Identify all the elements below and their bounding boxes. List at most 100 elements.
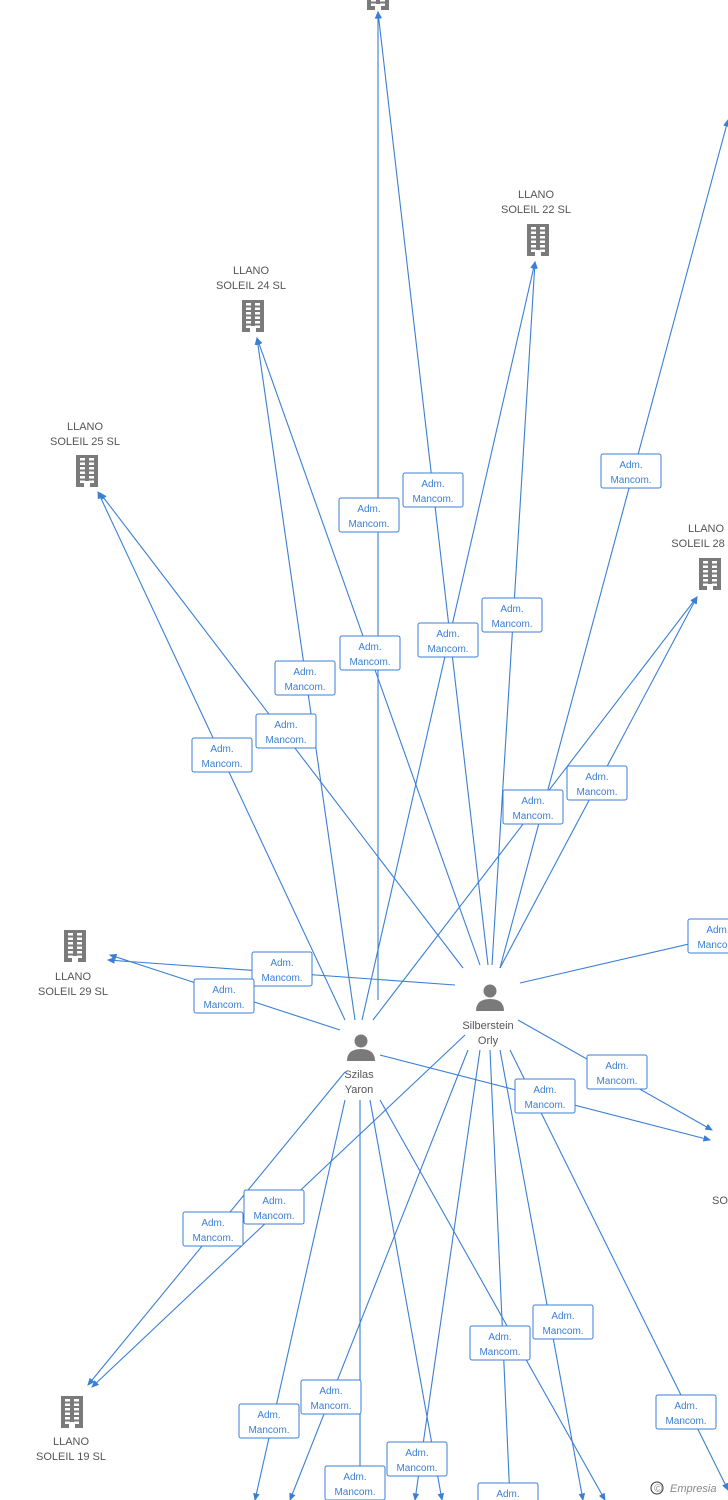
edge-label-line1: Adm. bbox=[358, 642, 381, 653]
edge-label[interactable]: Adm. Mancom. bbox=[402, 472, 464, 508]
edge-line bbox=[412, 1049, 481, 1500]
node-label: SOLEIL 25 SL bbox=[50, 436, 120, 448]
node-label: Yaron bbox=[345, 1084, 374, 1096]
edge-label-line1: Adm. bbox=[488, 1332, 511, 1343]
edge-label-line1: Adm. bbox=[421, 479, 444, 490]
edge-label-line2: Mancom. bbox=[396, 1463, 437, 1474]
edge-label-line1: Adm. bbox=[674, 1401, 697, 1412]
edge-label-line2: Mancom. bbox=[491, 619, 532, 630]
edge-label-line1: Adm. bbox=[605, 1061, 628, 1072]
edge-label[interactable]: Adm. Mancom. bbox=[243, 1189, 305, 1225]
edge-label[interactable]: Adm. Mancom. bbox=[481, 597, 543, 633]
node-label: LLANO bbox=[53, 1436, 90, 1448]
edge-label-line2: Mancom. bbox=[542, 1326, 583, 1337]
edge-label[interactable]: Adm.Mancom. bbox=[687, 918, 728, 954]
building-icon[interactable] bbox=[367, 0, 389, 10]
company-node[interactable]: LLANO SOLEIL 28 bbox=[671, 523, 725, 590]
edge-label-line1: Adm. bbox=[619, 460, 642, 471]
edge-label-line2: Mancom. bbox=[524, 1100, 565, 1111]
edge-label-line1: Adm. bbox=[270, 958, 293, 969]
edge-label-line1: Adm. bbox=[500, 604, 523, 615]
edge-label[interactable]: Adm. Mancom. bbox=[339, 635, 401, 671]
edge-label-line2: Mancom. bbox=[253, 1211, 294, 1222]
node-label: LLANO bbox=[55, 971, 92, 983]
edge-label[interactable]: Adm.Mancom. bbox=[566, 765, 628, 801]
edge-label-line1: Adm. bbox=[551, 1311, 574, 1322]
edge-label[interactable]: Adm. Mancom. bbox=[251, 951, 313, 987]
edge-label[interactable]: Adm.Mancom. bbox=[300, 1379, 362, 1415]
edge-label[interactable]: Adm. Mancom. bbox=[255, 713, 317, 749]
edge-label-line2: Mancom. bbox=[512, 811, 553, 822]
node-label: SO bbox=[712, 1195, 728, 1207]
edge-label-line2: Mancom. bbox=[248, 1425, 289, 1436]
node-label: Orly bbox=[478, 1035, 499, 1047]
company-node[interactable]: LLANO SOLEIL 29 SL bbox=[38, 930, 108, 998]
edge-label-line2: Mancom. bbox=[427, 644, 468, 655]
edge-label[interactable]: Adm.Mancom. bbox=[417, 622, 479, 658]
edge-label-line1: Adm. bbox=[706, 925, 728, 936]
edge-label-line2: Mancom. bbox=[479, 1347, 520, 1358]
person-icon[interactable] bbox=[347, 1034, 375, 1062]
edge-label[interactable]: Adm.Mancom. bbox=[600, 453, 662, 489]
edge-label-line1: Adm. bbox=[210, 744, 233, 755]
edge-label[interactable]: Adm.Mancom. bbox=[193, 978, 255, 1014]
node-label: LLANO bbox=[67, 421, 104, 433]
edge-label[interactable]: Adm. Mancom. bbox=[386, 1441, 448, 1477]
edge-label[interactable]: Adm. Mancom. bbox=[532, 1304, 594, 1340]
edge-label-line1: Adm. bbox=[405, 1448, 428, 1459]
watermark: © Empresia bbox=[650, 1481, 716, 1495]
edge-label-line1: Adm. bbox=[533, 1085, 556, 1096]
edge-label-line2: Mancom. bbox=[412, 494, 453, 505]
edge-label[interactable]: Adm.Mancom. bbox=[477, 1482, 539, 1500]
edge-label[interactable]: Adm.Mancom. bbox=[182, 1211, 244, 1247]
edge-label-line2: Mancom. bbox=[334, 1487, 375, 1498]
edge-label-line2: Mancom. bbox=[665, 1416, 706, 1427]
node-label: Silberstein bbox=[462, 1020, 513, 1032]
building-icon[interactable] bbox=[699, 558, 721, 590]
edge-label[interactable]: Adm. Mancom. bbox=[655, 1394, 717, 1430]
edge-label-line1: Adm. bbox=[293, 667, 316, 678]
person-icon[interactable] bbox=[476, 984, 504, 1012]
edge-label[interactable]: Adm.Mancom. bbox=[238, 1403, 300, 1439]
edge-label-line1: Adm. bbox=[274, 720, 297, 731]
edge-label[interactable]: Adm. Mancom. bbox=[191, 737, 253, 773]
edge-label-line2: Mancom. bbox=[192, 1233, 233, 1244]
edge-label-line2: Mancom. bbox=[576, 787, 617, 798]
building-icon[interactable] bbox=[242, 300, 264, 332]
building-icon[interactable] bbox=[76, 455, 98, 487]
edge-label-line2: Mancom. bbox=[349, 657, 390, 668]
edge-label[interactable]: Adm. Mancom. bbox=[514, 1078, 576, 1114]
edge-labels-layer: Adm. Mancom. Adm. Mancom. Adm. Mancom. Adm. Man… bbox=[182, 453, 728, 1500]
edge-label-line1: Adm. bbox=[521, 796, 544, 807]
edge-label-line2: Mancom. bbox=[201, 759, 242, 770]
edge-label[interactable]: Adm. Mancom. bbox=[469, 1325, 531, 1361]
edge-line bbox=[499, 1049, 586, 1500]
node-label: SOLEIL 29 SL bbox=[38, 986, 108, 998]
edge-label[interactable]: Adm.Mancom. bbox=[324, 1465, 386, 1500]
edge-label-line2: Mancom. bbox=[310, 1401, 351, 1412]
company-node[interactable] bbox=[367, 0, 389, 10]
building-icon[interactable] bbox=[64, 930, 86, 962]
edge-label-line1: Adm. bbox=[262, 1196, 285, 1207]
edge-line bbox=[489, 1049, 514, 1500]
building-icon[interactable] bbox=[61, 1396, 83, 1428]
building-icon[interactable] bbox=[527, 224, 549, 256]
edge-label-line2: Mancom. bbox=[261, 973, 302, 984]
node-label: LLANO bbox=[688, 523, 725, 535]
edge-label[interactable]: Adm. Mancom. bbox=[274, 660, 336, 696]
company-node[interactable]: SO bbox=[712, 1195, 728, 1207]
edge-label[interactable]: Adm.Mancom. bbox=[586, 1054, 648, 1090]
edge-label-line2: Mancom. bbox=[284, 682, 325, 693]
node-label: SOLEIL 28 bbox=[671, 538, 724, 550]
company-node[interactable]: LLANO SOLEIL 25 SL bbox=[50, 421, 120, 487]
edge-label-line2: Mancom. bbox=[348, 519, 389, 530]
edge-label[interactable]: Adm. Mancom. bbox=[502, 789, 564, 825]
edge-label-line2: Mancom. bbox=[265, 735, 306, 746]
edge-label[interactable]: Adm.Mancom. bbox=[338, 497, 400, 533]
